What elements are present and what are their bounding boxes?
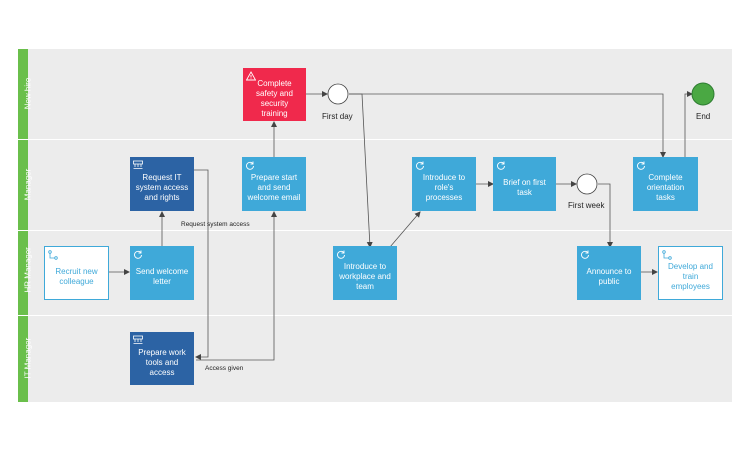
org-chart-icon bbox=[133, 160, 143, 169]
cycle-icon bbox=[581, 250, 589, 259]
event-first-week-label: First week bbox=[568, 201, 605, 210]
edge-request-to-tools bbox=[194, 169, 209, 360]
task-label: Introduce to workplace and team bbox=[339, 262, 391, 291]
event-end-label: End bbox=[696, 112, 711, 121]
task-label: Prepare work tools and access bbox=[138, 347, 186, 377]
cycle-icon bbox=[637, 161, 645, 170]
task-label: Prepare start and send welcome email bbox=[247, 173, 301, 202]
task-prepare-start-email[interactable]: Prepare start and send welcome email bbox=[242, 157, 306, 211]
lane-header bbox=[18, 316, 28, 402]
edge-workplace-to-processes bbox=[389, 211, 421, 248]
event-first-day bbox=[327, 83, 349, 105]
event-first-day-label: First day bbox=[322, 112, 353, 121]
task-label: Develop and train employees bbox=[668, 262, 713, 291]
edge-firstweek-to-announce bbox=[598, 183, 613, 248]
task-label: Complete safety and security training bbox=[256, 78, 293, 118]
lane-header bbox=[18, 140, 28, 230]
cycle-icon bbox=[134, 250, 142, 259]
event-first-week bbox=[576, 173, 598, 195]
task-label: Brief on first task bbox=[503, 178, 546, 197]
task-prepare-work-tools[interactable]: Prepare work tools and access bbox=[130, 332, 194, 385]
task-develop-train[interactable]: Develop and train employees bbox=[658, 246, 723, 300]
edge-label-access-given: Access given bbox=[205, 365, 244, 372]
task-label: Complete orientation tasks bbox=[646, 173, 685, 202]
task-complete-training[interactable]: Complete safety and security training bbox=[243, 68, 306, 121]
task-complete-orientation[interactable]: Complete orientation tasks bbox=[633, 157, 698, 211]
task-introduce-processes[interactable]: Introduce to role's processes bbox=[412, 157, 476, 211]
subprocess-icon bbox=[48, 250, 58, 260]
event-end bbox=[691, 82, 715, 106]
cycle-icon bbox=[337, 250, 345, 259]
cycle-icon bbox=[416, 161, 424, 170]
warning-icon bbox=[246, 71, 256, 81]
task-label: Introduce to role's processes bbox=[422, 173, 466, 202]
task-announce-public[interactable]: Announce to public bbox=[577, 246, 641, 300]
org-chart-icon bbox=[133, 335, 143, 344]
task-request-it-access[interactable]: Request IT system access and rights bbox=[130, 157, 194, 211]
task-label: Announce to public bbox=[586, 267, 632, 286]
subprocess-icon bbox=[662, 250, 672, 260]
cycle-icon bbox=[497, 161, 505, 170]
edge-firstday-to-orientation bbox=[349, 93, 666, 158]
lane-header bbox=[18, 49, 28, 139]
task-label: Recruit new colleague bbox=[55, 267, 98, 286]
task-label: Request IT system access and rights bbox=[135, 173, 189, 202]
task-send-welcome-letter[interactable]: Send welcome letter bbox=[130, 246, 194, 300]
cycle-icon bbox=[246, 161, 254, 170]
task-recruit-colleague[interactable]: Recruit new colleague bbox=[44, 246, 109, 300]
task-brief-first-task[interactable]: Brief on first task bbox=[493, 157, 556, 211]
edge-label-request-access: Request system access bbox=[181, 221, 250, 228]
task-label: Send welcome letter bbox=[135, 267, 189, 286]
edge-tools-to-email bbox=[196, 211, 277, 361]
lane-header bbox=[18, 231, 28, 315]
task-introduce-workplace[interactable]: Introduce to workplace and team bbox=[333, 246, 397, 300]
